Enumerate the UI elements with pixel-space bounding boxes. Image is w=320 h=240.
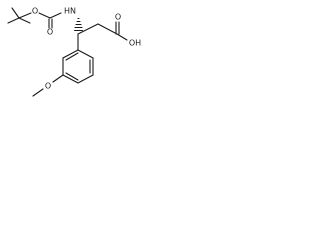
- atom-acid-o: O: [115, 13, 121, 22]
- ring-double-bond-1: [65, 52, 79, 61]
- backbone: O OH: [73, 13, 141, 51]
- ring-double-bond-3: [65, 72, 79, 81]
- hashed-wedge-bond: [73, 17, 84, 32]
- methoxyphenyl-ring: O: [32, 49, 94, 97]
- chemical-structure-diagram: O O HN O OH O: [7, 7, 141, 97]
- atom-methoxy-o: O: [45, 82, 51, 91]
- bond-center-to-ch2: [77, 23, 99, 35]
- atom-nh: HN: [64, 7, 76, 16]
- tert-butyl-group: [7, 7, 32, 24]
- atom-o-ester: O: [32, 7, 38, 16]
- bond-o-to-carbonyl-c: [38, 12, 51, 19]
- bond-methoxy-methyl: [32, 88, 44, 97]
- atom-o-carbonyl: O: [47, 28, 53, 37]
- bond-tbu-methyl-right: [18, 17, 31, 24]
- benzene-ring: [62, 49, 94, 84]
- bond-tbu-methyl-top: [11, 7, 20, 19]
- atom-acid-oh: OH: [129, 39, 141, 48]
- boc-carbamate-group: O O HN: [32, 7, 76, 37]
- bond-acid-c-to-oh: [116, 33, 128, 41]
- bond-carbonyl-c-to-n: [49, 12, 62, 19]
- bond-ch2-to-acid-c: [97, 23, 118, 35]
- bond-tbu-methyl-left: [7, 17, 20, 24]
- bond-ring-to-methoxy-o: [52, 74, 64, 83]
- bond-tbu-to-o: [18, 12, 32, 19]
